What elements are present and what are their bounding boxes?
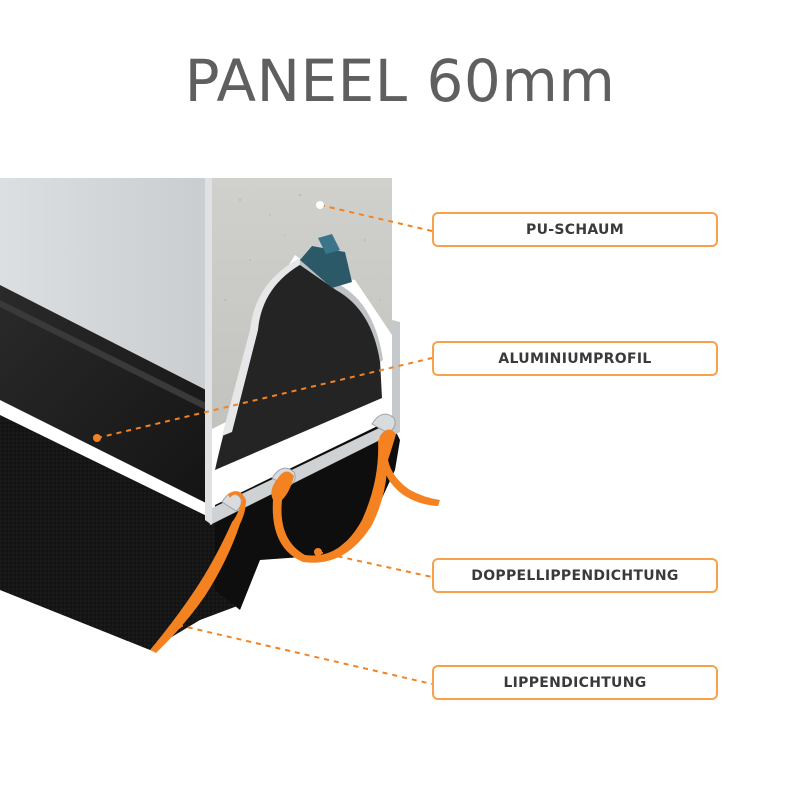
aluminium-right-wall bbox=[392, 320, 400, 436]
sill-top bbox=[0, 285, 210, 505]
sill-top-highlight bbox=[0, 300, 210, 412]
label-doppellippendichtung: DOPPELLIPPENDICHTUNG bbox=[432, 558, 718, 593]
aluminium-profile-edge bbox=[300, 258, 383, 362]
label-lippendichtung: LIPPENDICHTUNG bbox=[432, 665, 718, 700]
page-title: PANEEL 60mm bbox=[184, 47, 616, 115]
double-lip-seal-tail bbox=[378, 429, 440, 506]
aluminium-side-wall bbox=[205, 178, 212, 525]
label-pu-schaum: PU-SCHAUM bbox=[432, 212, 718, 247]
leader-dots bbox=[93, 201, 324, 629]
black-body-front bbox=[215, 420, 400, 610]
aluminium-bottom-rail bbox=[208, 418, 400, 525]
aluminium-profile-cavity bbox=[215, 262, 382, 470]
foam-texture bbox=[223, 193, 381, 361]
blue-clip bbox=[300, 234, 352, 288]
aluminium-profile-wall bbox=[222, 258, 305, 436]
foam-block bbox=[210, 178, 392, 430]
panel-face bbox=[0, 178, 210, 395]
brush-strip bbox=[0, 415, 240, 650]
double-lip-seal bbox=[271, 438, 388, 563]
label-aluminiumprofil: ALUMINIUMPROFIL bbox=[432, 341, 718, 376]
leader-lines bbox=[96, 204, 433, 685]
